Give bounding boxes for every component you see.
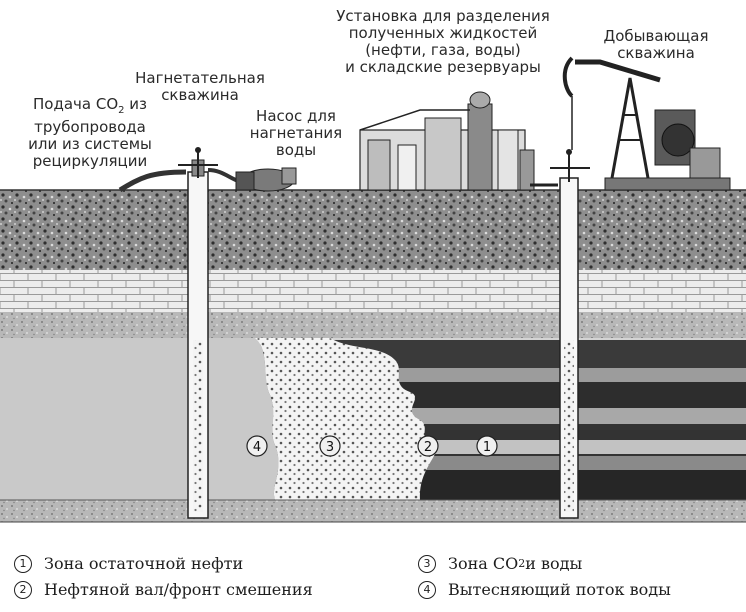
co2-supply-label: Подача CO2 из трубопровода или из систем…: [28, 95, 152, 170]
pumpjack: [562, 56, 731, 191]
co2-water-zone: [255, 338, 436, 500]
water-flood-zone: [0, 338, 279, 500]
legend-number-2: 2: [14, 580, 32, 599]
legend-number-4: 4: [418, 580, 436, 599]
zone-marker-4: 4: [253, 440, 261, 455]
legend-number-3: 3: [418, 554, 436, 573]
topsoil-layer: [0, 190, 746, 270]
pump-label: Насос для нагнетания воды: [249, 107, 343, 159]
sand-layer: [0, 312, 746, 338]
residual-oil-zone: [430, 440, 746, 454]
legend-number-1: 1: [14, 554, 32, 573]
caprock-layer: [0, 270, 746, 312]
zone-marker-2: 2: [424, 440, 432, 455]
production-well-label: Добывающая скважина: [603, 27, 709, 62]
separation-plant: [359, 91, 535, 191]
water-pump: [235, 167, 297, 192]
zone-marker-3: 3: [326, 440, 334, 455]
zone-marker-1: 1: [483, 440, 491, 455]
injection-well-label: Нагнетательная скважина: [135, 69, 265, 104]
separation-plant-label: Установка для разделения полученных жидк…: [336, 7, 550, 76]
co2-supply-pipeline: [118, 169, 187, 193]
